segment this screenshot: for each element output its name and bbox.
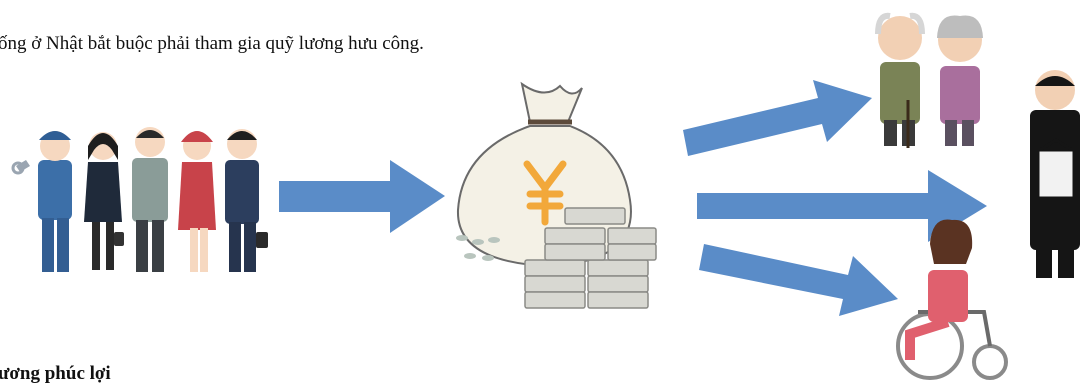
- businessman-icon: [225, 129, 268, 272]
- coins-icon: [456, 235, 500, 261]
- arrow-to-elderly-icon: [683, 80, 872, 156]
- mechanic-worker-icon: [11, 131, 72, 272]
- arrow-to-disabled-icon: [699, 244, 898, 316]
- elderly-couple-icon: [875, 12, 983, 148]
- section-heading: ương phúc lợi: [0, 363, 111, 384]
- caption-text: ống ở Nhật bắt buộc phải tham gia quỹ lư…: [0, 33, 424, 54]
- arrow-to-bereaved-icon: [697, 170, 987, 242]
- shop-woman-icon: [178, 131, 216, 272]
- arrow-to-fund-icon: [279, 160, 445, 233]
- bereaved-family-icon: [1030, 70, 1080, 278]
- workers-group-icon: [11, 127, 268, 272]
- wheelchair-user-icon: [896, 219, 1008, 380]
- office-woman-icon: [84, 132, 124, 270]
- yen-sign-icon: [523, 160, 567, 226]
- factory-worker-icon: [132, 127, 168, 272]
- banknote-stack-icon: [524, 207, 657, 309]
